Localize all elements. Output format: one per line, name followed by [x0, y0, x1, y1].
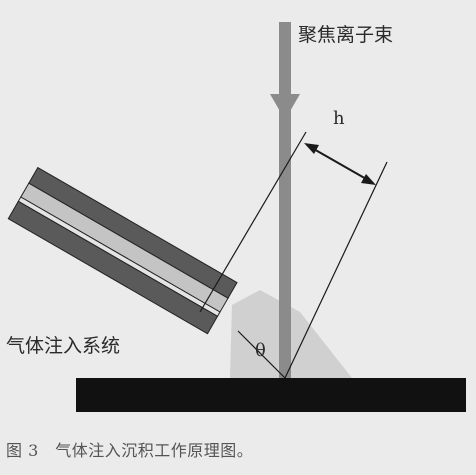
parallel-line-1	[199, 131, 307, 313]
nozzle-tube-outer-bottom	[7, 200, 219, 335]
ion-beam-label: 聚焦离子束	[298, 24, 394, 46]
distance-arrow-shaft	[311, 147, 369, 181]
figure-caption: 图 3 气体注入沉积工作原理图。	[6, 441, 254, 460]
angle-line-left	[237, 330, 286, 379]
parallel-line-2	[284, 161, 388, 379]
distance-arrow-head-end	[361, 174, 376, 185]
substrate	[76, 378, 466, 412]
gas-injection-label: 气体注入系统	[6, 335, 121, 357]
distance-label: h	[333, 108, 345, 129]
gas-injection-nozzle	[7, 166, 238, 335]
ion-beam-shaft	[279, 22, 291, 378]
nozzle-tube-inner	[20, 182, 229, 313]
angle-label: θ	[255, 340, 266, 361]
ion-beam-arrowhead	[270, 94, 300, 120]
distance-arrow-head-start	[304, 143, 319, 154]
